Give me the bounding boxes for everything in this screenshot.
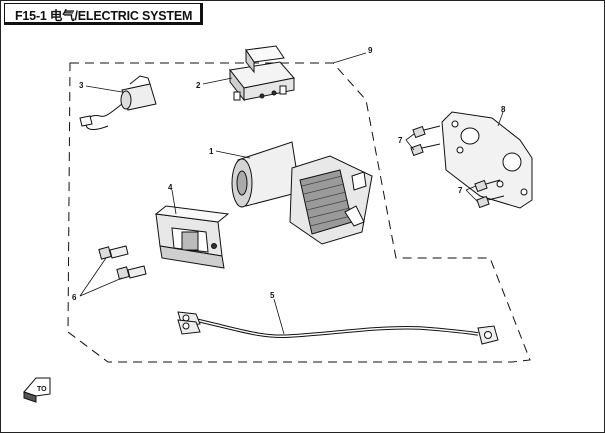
direction-badge-label: TO	[37, 386, 47, 393]
callout-5: 5	[270, 291, 275, 300]
assembly-boundary	[67, 62, 531, 363]
callout-1: 1	[209, 147, 214, 156]
leader-lines	[79, 52, 504, 335]
callout-6: 6	[72, 293, 77, 302]
callout-7b: 7	[458, 186, 463, 195]
title-box: F15-1 电气/ELECTRIC SYSTEM	[4, 3, 203, 25]
part-7-bolts	[410, 125, 505, 209]
callout-7a: 7	[398, 136, 403, 145]
direction-badge: TO	[23, 377, 51, 403]
callout-4: 4	[168, 183, 173, 192]
callout-3: 3	[79, 81, 84, 90]
part-2-relay	[229, 45, 295, 102]
callout-9: 9	[368, 46, 373, 55]
part-6-screws	[98, 245, 147, 280]
part-8-mount-plate	[441, 111, 533, 209]
part-4-fairlead	[154, 205, 230, 269]
part-1-winch	[231, 141, 373, 245]
part-5-cable	[177, 311, 499, 345]
page-title: F15-1 电气/ELECTRIC SYSTEM	[15, 9, 193, 23]
callout-2: 2	[196, 81, 201, 90]
callout-8: 8	[501, 105, 506, 114]
part-3-sensor	[79, 75, 157, 130]
